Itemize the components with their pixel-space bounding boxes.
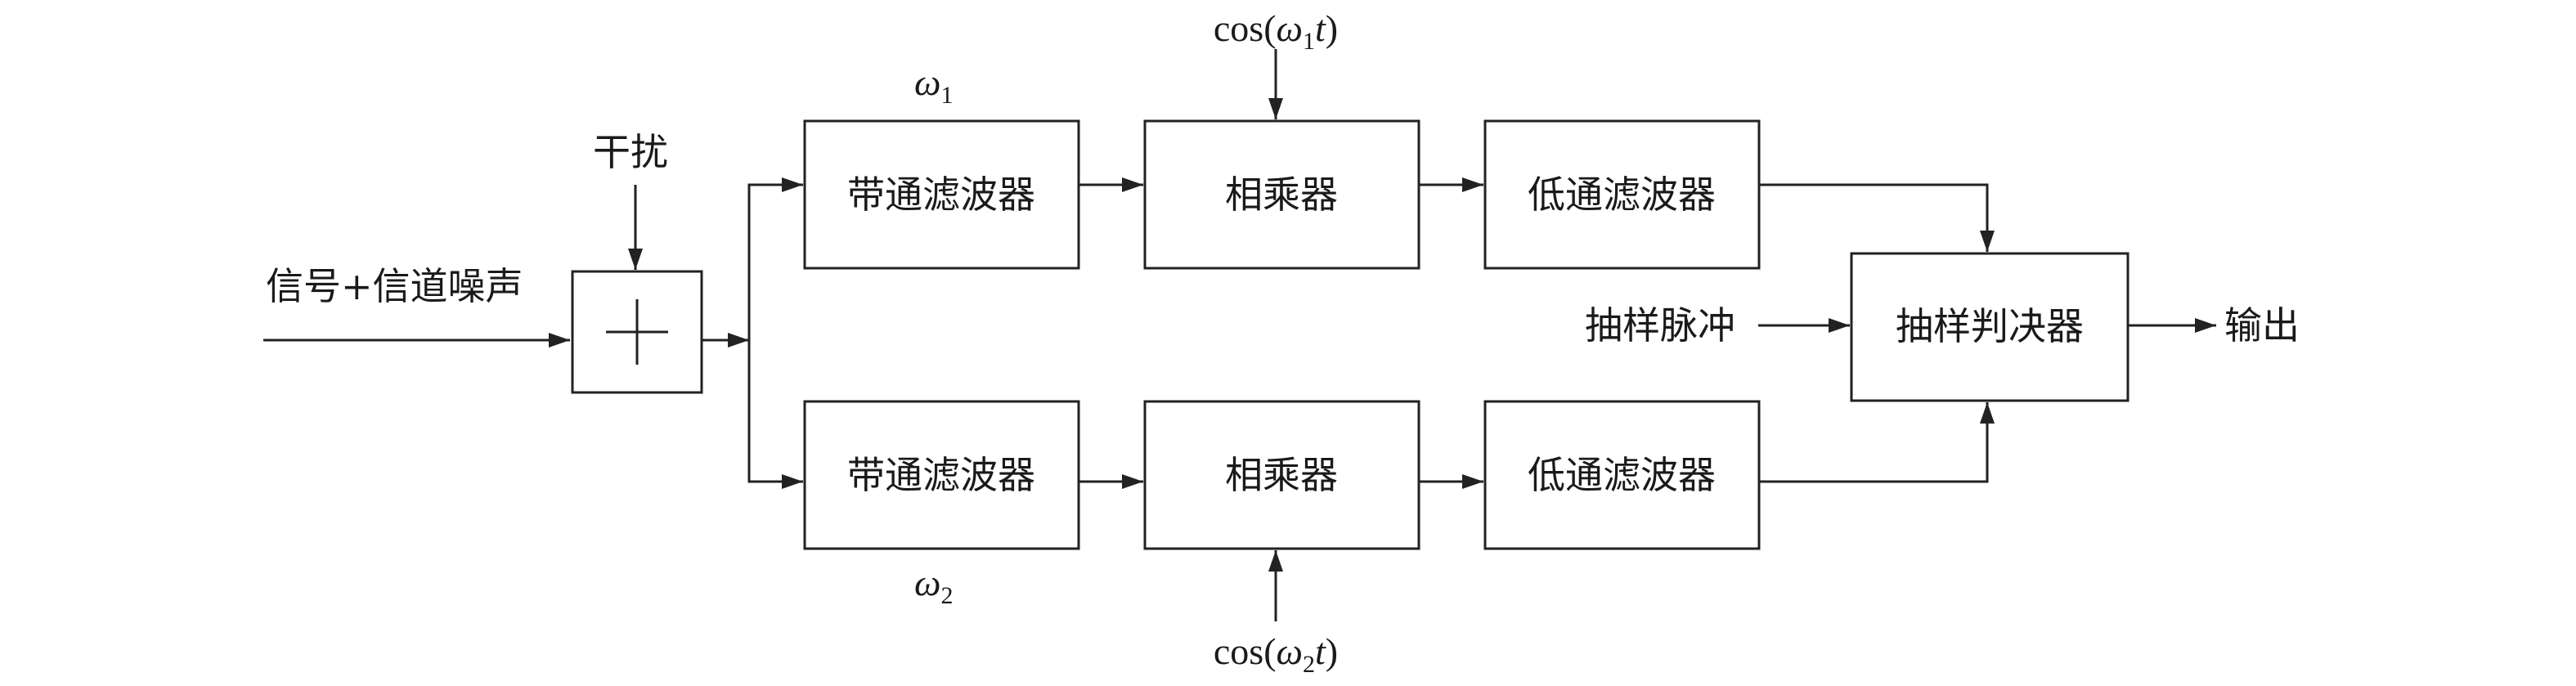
lower-carrier-prefix: cos( bbox=[1214, 630, 1277, 672]
lower-carrier-suffix: ) bbox=[1326, 630, 1338, 672]
sampling-pulse-label: 抽样脉冲 bbox=[1585, 303, 1735, 347]
lower-carrier-label: cos(ω2t) bbox=[1214, 630, 1338, 678]
upper-carrier-var: t bbox=[1315, 7, 1326, 49]
upper-carrier-prefix: cos( bbox=[1214, 7, 1277, 49]
lower-freq-symbol: ω bbox=[914, 562, 940, 603]
upper-bandpass-filter-box bbox=[803, 119, 1080, 270]
interference-label: 干扰 bbox=[593, 130, 668, 174]
upper-lpf-to-decision-wire bbox=[1759, 183, 1995, 252]
lower-carrier-var: t bbox=[1315, 630, 1326, 672]
upper-freq-label: ω1 bbox=[914, 61, 953, 109]
lower-multiplier-box bbox=[1143, 400, 1420, 550]
upper-carrier-sub: 1 bbox=[1303, 28, 1315, 55]
upper-carrier-label: cos(ω1t) bbox=[1214, 7, 1338, 55]
lower-multiplier-label: 相乘器 bbox=[1225, 453, 1338, 497]
upper-lowpass-filter-box bbox=[1483, 119, 1761, 270]
lower-bandpass-filter-box bbox=[803, 400, 1080, 550]
output-label: 输出 bbox=[2224, 303, 2300, 347]
lower-carrier-symbol: ω bbox=[1277, 630, 1303, 672]
upper-freq-sub: 1 bbox=[940, 82, 953, 109]
upper-multiplier-box bbox=[1143, 119, 1420, 270]
upper-bandpass-filter-label: 带通滤波器 bbox=[847, 173, 1035, 217]
upper-carrier-symbol: ω bbox=[1277, 7, 1303, 49]
split-upper-wire bbox=[747, 177, 803, 340]
adder-block bbox=[571, 270, 703, 394]
upper-multiplier-label: 相乘器 bbox=[1225, 173, 1338, 217]
lower-freq-sub: 2 bbox=[940, 582, 953, 609]
upper-freq-symbol: ω bbox=[914, 61, 940, 103]
upper-lowpass-filter-label: 低通滤波器 bbox=[1528, 173, 1716, 217]
lower-bandpass-filter-label: 带通滤波器 bbox=[847, 453, 1035, 497]
sampling-decision-box bbox=[1850, 252, 2129, 402]
svg-text:ω1: ω1 bbox=[914, 61, 953, 109]
lower-lowpass-filter-box bbox=[1483, 400, 1761, 550]
lower-lpf-to-decision-wire bbox=[1759, 402, 1995, 483]
upper-carrier-suffix: ) bbox=[1326, 7, 1338, 49]
svg-text:cos(ω2t): cos(ω2t) bbox=[1214, 630, 1338, 678]
input-label: 信号+信道噪声 bbox=[266, 264, 523, 308]
svg-text:cos(ω1t): cos(ω1t) bbox=[1214, 7, 1338, 55]
sampling-decision-label: 抽样判决器 bbox=[1896, 304, 2084, 348]
svg-text:ω2: ω2 bbox=[914, 562, 953, 609]
lower-lowpass-filter-label: 低通滤波器 bbox=[1528, 453, 1716, 497]
lower-carrier-sub: 2 bbox=[1303, 651, 1315, 678]
lower-freq-label: ω2 bbox=[914, 562, 953, 609]
split-lower-wire bbox=[747, 340, 803, 489]
